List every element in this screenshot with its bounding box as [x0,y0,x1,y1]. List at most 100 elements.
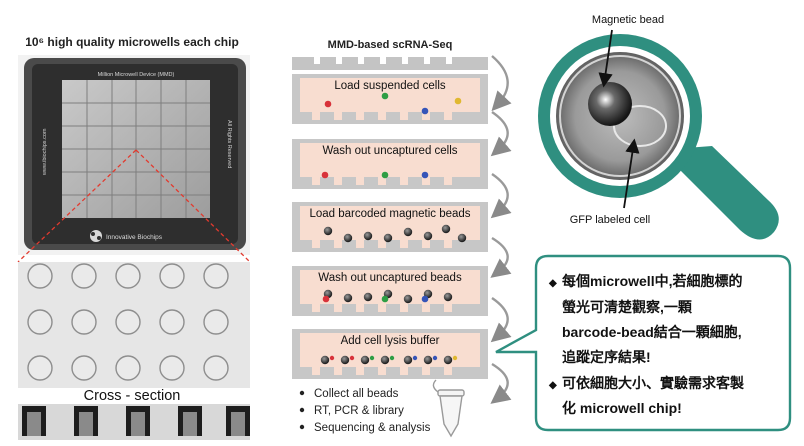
microwell [71,309,97,335]
tube-icon [432,379,465,438]
microwell [115,309,141,335]
channel-well [444,240,452,248]
workflow-step: Wash out uncaptured cells [292,139,488,189]
channel-well [422,240,430,248]
barcode-bead [340,355,350,365]
lysate-dot [349,355,355,361]
barcode-bead [403,227,413,237]
channel-well [312,367,320,375]
channel-well [400,240,408,248]
channel-well [378,367,386,375]
barcode-bead [363,231,373,241]
barcode-bead [423,355,433,365]
lysate-dot [452,355,458,361]
channel-well [444,367,452,375]
chip-label: Million Microwell Device (MMD) [98,72,175,78]
channel-well [444,304,452,312]
channel-well [400,177,408,185]
cell [381,92,389,100]
microwell [71,355,97,381]
channel-well [378,304,386,312]
channel-well [444,177,452,185]
cross-section-label: Cross - section [84,388,181,404]
callout-bullet-icon: ◆ [548,380,557,391]
cell [324,100,332,108]
bullet-dot [299,407,305,413]
microwell [115,263,141,289]
step-label: Load barcoded magnetic beads [309,208,470,220]
workflow-step: Load barcoded magnetic beads [292,202,488,252]
lysate-dot [432,355,438,361]
callout-bubble [495,254,792,432]
step-label: Wash out uncaptured beads [318,272,462,284]
channel-well [422,304,430,312]
bullet-dot [299,424,305,430]
channel-well [422,177,430,185]
microwell [27,263,53,289]
step-label: Load suspended cells [334,80,445,92]
cross-section-well-floor [183,412,197,436]
workflow-step: Add cell lysis buffer [292,329,488,379]
channel-well [356,367,364,375]
barcode-bead [441,224,451,234]
flow-arrow-icon [490,236,512,278]
channel-well [334,367,342,375]
channel-well [312,304,320,312]
step-label: Add cell lysis buffer [341,335,440,347]
callout: ◆每個microwell中,若細胞標的螢光可清楚觀察,一顆barcode-bea… [495,254,792,432]
barcode-bead [320,355,330,365]
channel-well [400,367,408,375]
empty-channel [292,57,488,70]
callout-line: 追蹤定序結果! [562,349,651,365]
microwell [27,309,53,335]
flow-arrow-icon [491,55,512,112]
microwell [71,263,97,289]
magnetic-bead [588,82,632,126]
barcode-bead [380,355,390,365]
channel-well [400,112,408,120]
workflow-title: MMD-based scRNA-Seq [328,39,453,51]
chip-title: 10⁶ high quality microwells each chip [25,35,239,49]
lysate-dot [389,355,395,361]
cross-section: Cross - section [18,388,250,440]
cell [454,97,462,105]
chip-brand: Innovative Biochips [106,234,163,241]
workflow-bullet: RT, PCR & library [314,405,404,417]
barcode-bead [403,294,413,304]
channel-well [356,240,364,248]
cell [421,171,429,179]
channel-well [356,112,364,120]
magnifier: Magnetic bead GFP labeled cell [538,14,779,240]
flow-arrow-icon [490,173,512,219]
channel-well [334,304,342,312]
barcode-bead [457,233,467,243]
channel-well [356,304,364,312]
microwell [159,309,185,335]
workflow-bullet: Sequencing & analysis [314,422,431,434]
microwell [203,355,229,381]
brand-logo-icon [90,230,102,242]
workflow-step: Load suspended cells [292,74,488,124]
barcode-bead [383,233,393,243]
callout-line: 每個microwell中,若細胞標的 [562,273,742,289]
cell [421,107,429,115]
barcode-bead [443,355,453,365]
barcode-bead [443,292,453,302]
channel-well [334,240,342,248]
gfp-cell [613,105,667,147]
lysate-dot [369,355,375,361]
liquid [300,143,480,177]
microwell [115,355,141,381]
channel-well [334,177,342,185]
lysate-dot [329,355,335,361]
cell [321,171,329,179]
callout-line: 可依細胞大小、實驗需求客製 [562,375,744,391]
barcode-bead [360,355,370,365]
chip-photo: Million Microwell Device (MMD) www.ibioc… [18,55,250,255]
microwell [159,263,185,289]
barcode-bead [343,233,353,243]
chip-side-right: All Rights Reserved [226,120,232,168]
bullet-dot [299,390,305,396]
